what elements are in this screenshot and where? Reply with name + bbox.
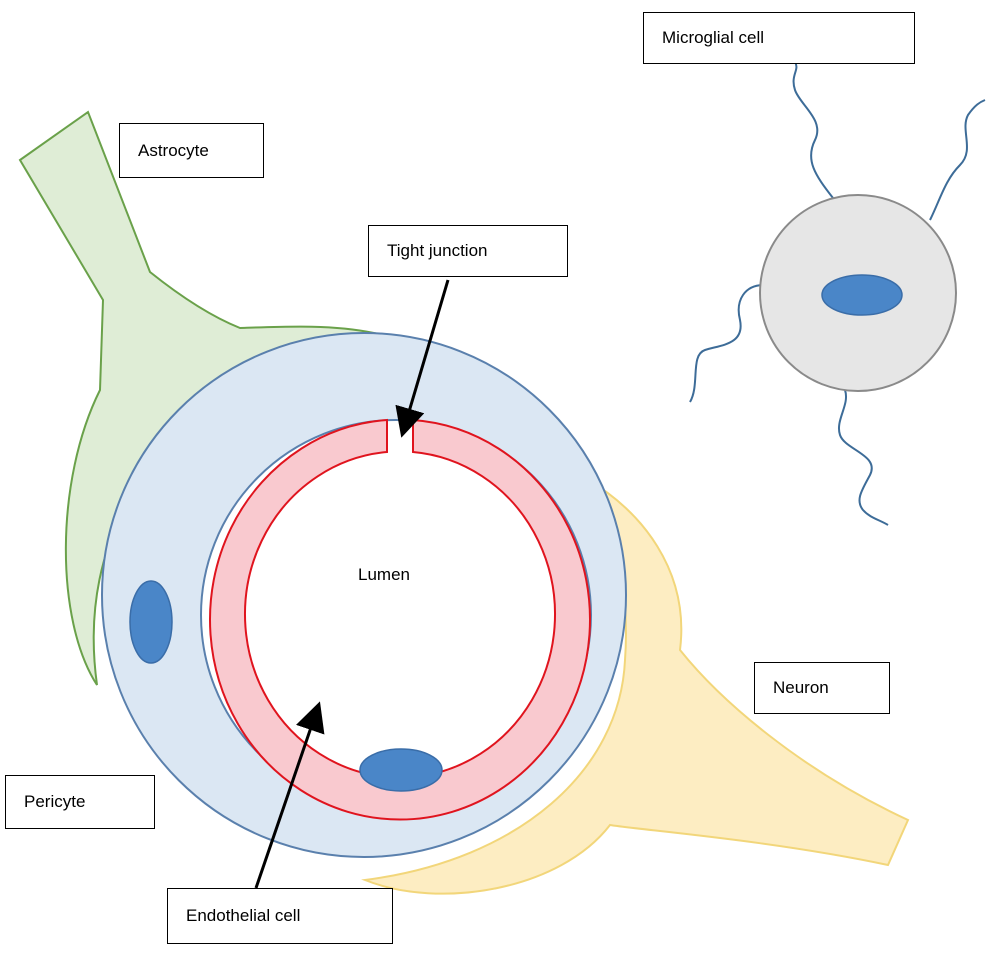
- microglial-cell: [690, 62, 985, 525]
- microglia-nucleus: [822, 275, 902, 315]
- microglia-process-left: [690, 285, 764, 402]
- label-endothelial-cell: Endothelial cell: [167, 888, 393, 944]
- label-pericyte: Pericyte: [5, 775, 155, 829]
- microglia-process-right: [930, 100, 985, 220]
- label-astrocyte: Astrocyte: [119, 123, 264, 178]
- pericyte-nucleus: [130, 581, 172, 663]
- label-neuron: Neuron: [754, 662, 890, 714]
- label-tight-junction: Tight junction: [368, 225, 568, 277]
- microglia-process-bottom: [839, 390, 888, 525]
- lumen: [250, 455, 550, 775]
- endothelial-nucleus: [360, 749, 442, 791]
- label-microglial-cell: Microglial cell: [643, 12, 915, 64]
- label-lumen: Lumen: [358, 565, 410, 585]
- microglia-process-top: [794, 62, 833, 198]
